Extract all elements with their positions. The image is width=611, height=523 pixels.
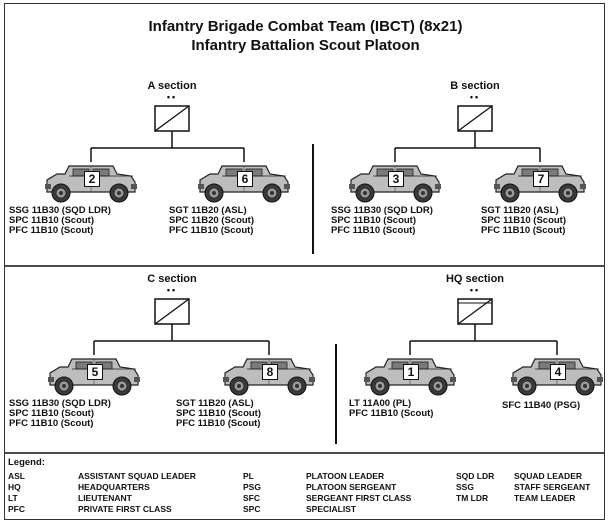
legend-definition: ASSISTANT SQUAD LEADER (78, 471, 196, 482)
legend-definition: LIEUTENANT (78, 493, 196, 504)
vehicle-number: 7 (533, 171, 549, 187)
section-label-b: B section (405, 80, 545, 92)
legend-definition: PLATOON SERGEANT (306, 482, 411, 493)
roster-line: SFC 11B40 (PSG) (502, 401, 580, 411)
section-dots-c: •• (142, 285, 202, 295)
section-label-c: C section (102, 273, 242, 285)
roster-line: PFC 11B10 (Scout) (481, 226, 566, 236)
legend-definition: PLATOON LEADER (306, 471, 411, 482)
vehicle-number: 8 (262, 364, 278, 380)
legend-abbreviation: TM LDR (456, 493, 494, 504)
legend-abbreviation: SFC (243, 493, 261, 504)
legend-definition: PRIVATE FIRST CLASS (78, 504, 196, 515)
legend-definition: SERGEANT FIRST CLASS (306, 493, 411, 504)
unit-symbol-icon (458, 299, 492, 324)
roster-vehicle-3: SSG 11B30 (SQD LDR)SPC 11B10 (Scout)PFC … (331, 206, 433, 236)
legend-abbreviation: SSG (456, 482, 494, 493)
section-label-hq: HQ section (405, 273, 545, 285)
roster-vehicle-6: SGT 11B20 (ASL)SPC 11B20 (Scout)PFC 11B1… (169, 206, 254, 236)
legend-definition: SQUAD LEADER (514, 471, 590, 482)
legend-definition: HEADQUARTERS (78, 482, 196, 493)
roster-line: PFC 11B10 (Scout) (349, 409, 433, 419)
legend-abbreviation: PSG (243, 482, 261, 493)
section-dots-hq: •• (445, 285, 505, 295)
roster-vehicle-2: SSG 11B30 (SQD LDR)SPC 11B10 (Scout)PFC … (9, 206, 111, 236)
section-dots-b: •• (445, 92, 505, 102)
unit-symbol-icon (458, 106, 492, 131)
vehicle-number: 2 (84, 171, 100, 187)
legend-title: Legend: (8, 457, 45, 468)
roster-vehicle-7: SGT 11B20 (ASL)SPC 11B10 (Scout)PFC 11B1… (481, 206, 566, 236)
section-dots-a: •• (142, 92, 202, 102)
roster-line: PFC 11B10 (Scout) (9, 226, 111, 236)
roster-line: PFC 11B10 (Scout) (9, 419, 111, 429)
legend-abbreviation: SQD LDR (456, 471, 494, 482)
unit-symbol-icon (155, 299, 189, 324)
vehicle-number: 4 (550, 364, 566, 380)
roster-line: PFC 11B10 (Scout) (169, 226, 254, 236)
roster-vehicle-1: LT 11A00 (PL)PFC 11B10 (Scout) (349, 399, 433, 419)
unit-symbol-icon (155, 106, 189, 131)
roster-vehicle-4: SFC 11B40 (PSG) (502, 401, 580, 411)
legend-abbreviation: ASL (8, 471, 25, 482)
legend-definition: TEAM LEADER (514, 493, 590, 504)
legend-abbreviation: PFC (8, 504, 25, 515)
roster-vehicle-5: SSG 11B30 (SQD LDR)SPC 11B10 (Scout)PFC … (9, 399, 111, 429)
vehicle-number: 3 (388, 171, 404, 187)
legend-definition: SPECIALIST (306, 504, 411, 515)
roster-line: PFC 11B10 (Scout) (176, 419, 261, 429)
vehicle-number: 5 (87, 364, 103, 380)
legend-definition: STAFF SERGEANT (514, 482, 590, 493)
legend-abbreviation: PL (243, 471, 261, 482)
legend-abbreviation: SPC (243, 504, 261, 515)
diagram-frame: Infantry Brigade Combat Team (IBCT) (8x2… (4, 3, 605, 520)
legend-abbreviation: HQ (8, 482, 25, 493)
vehicle-number: 1 (403, 364, 419, 380)
legend-abbreviation: LT (8, 493, 25, 504)
vehicle-number: 6 (237, 171, 253, 187)
roster-line: PFC 11B10 (Scout) (331, 226, 433, 236)
section-label-a: A section (102, 80, 242, 92)
roster-vehicle-8: SGT 11B20 (ASL)SPC 11B10 (Scout)PFC 11B1… (176, 399, 261, 429)
